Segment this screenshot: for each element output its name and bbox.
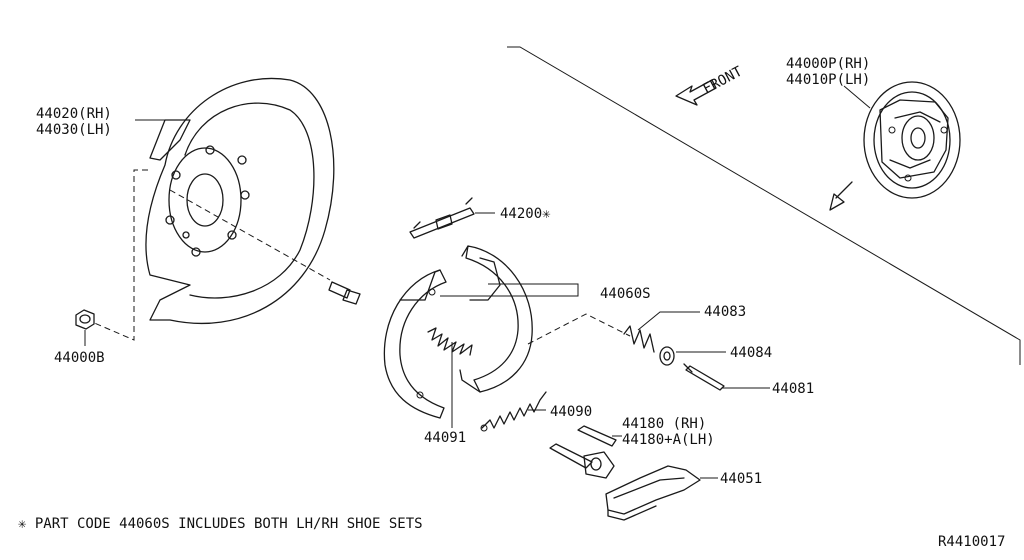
- brake-shoe-front: [383, 269, 447, 419]
- dashed-pin-line: [527, 313, 631, 345]
- lever-44180: [549, 425, 617, 479]
- washer-44084: [659, 346, 675, 366]
- label-44180a-lh: 44180+A(LH): [622, 432, 715, 448]
- adjuster-44200: [409, 197, 475, 239]
- spring-44083: [623, 325, 655, 353]
- label-44081: 44081: [772, 381, 814, 397]
- front-label: FRONT: [700, 63, 745, 97]
- label-44020-rh: 44020(RH): [36, 106, 112, 122]
- hub-bolt: [328, 281, 361, 305]
- label-44180-rh: 44180 (RH): [622, 416, 706, 432]
- dashed-mount-line: [91, 169, 148, 341]
- leader-44060s: [440, 283, 579, 297]
- pin-44081: [683, 363, 725, 391]
- label-44084: 44084: [730, 345, 772, 361]
- direction-arrow-icon: [829, 181, 853, 211]
- leader-44083: [637, 311, 700, 331]
- brake-shoe-rear: [459, 245, 533, 393]
- spring-44090: [480, 391, 547, 432]
- label-44000b: 44000B: [54, 350, 105, 366]
- label-44200: 44200✳: [500, 206, 551, 222]
- footnote: ✳ PART CODE 44060S INCLUDES BOTH LH/RH S…: [18, 516, 423, 532]
- dashed-bolt-line: [169, 189, 331, 281]
- reference-code: R4410017: [938, 534, 1005, 550]
- spring-44091: [427, 327, 473, 356]
- nut-44000b: [75, 309, 95, 330]
- label-44030-lh: 44030(LH): [36, 122, 112, 138]
- label-44051: 44051: [720, 471, 762, 487]
- backing-plate: [145, 77, 335, 325]
- label-44060s: 44060S: [600, 286, 651, 302]
- lever-plate-44051: [605, 465, 701, 521]
- inset-divider-line: [507, 46, 1021, 365]
- label-44083: 44083: [704, 304, 746, 320]
- label-44010p-lh: 44010P(LH): [786, 72, 870, 88]
- brake-assembly: [863, 81, 961, 199]
- front-arrow-icon: [675, 79, 717, 106]
- label-44000p-rh: 44000P(RH): [786, 56, 870, 72]
- leader-44000p: [843, 85, 871, 109]
- label-44090: 44090: [550, 404, 592, 420]
- label-44091: 44091: [424, 430, 466, 446]
